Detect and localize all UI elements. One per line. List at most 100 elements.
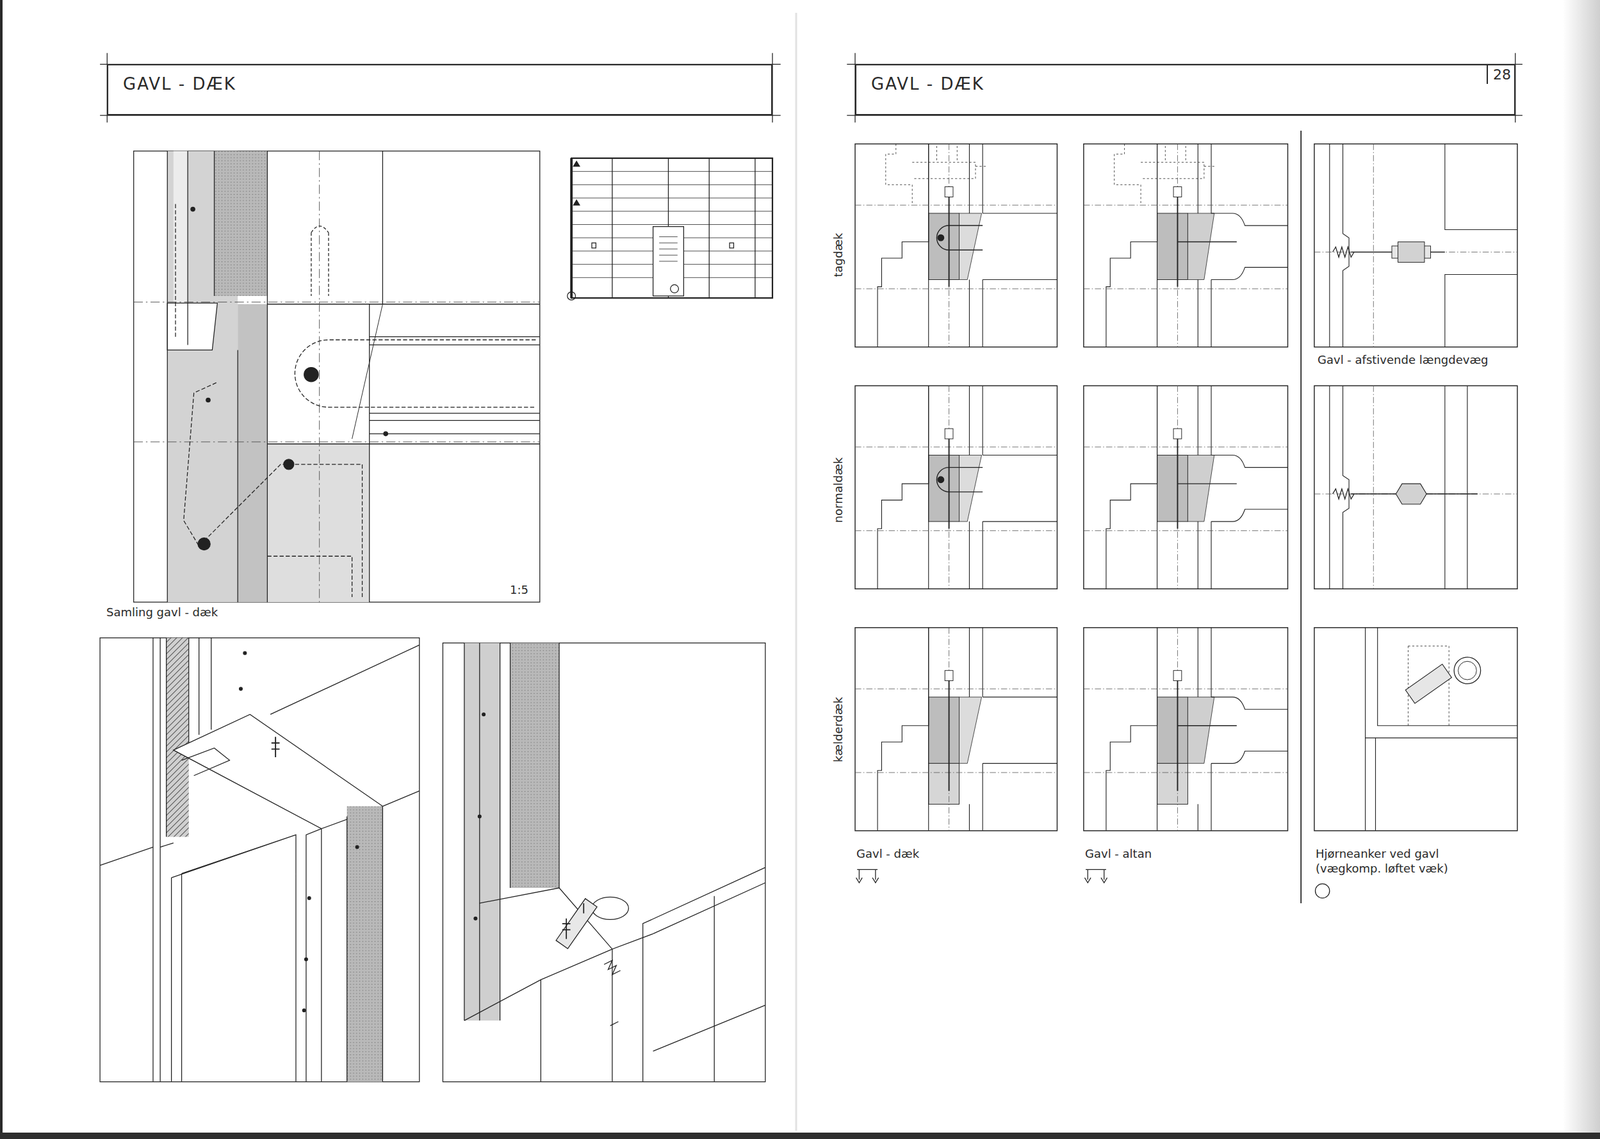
anchor-plate bbox=[1405, 664, 1452, 704]
detail-line bbox=[1177, 385, 1178, 589]
joint-detail bbox=[1083, 385, 1289, 589]
detail-line bbox=[1329, 385, 1349, 589]
detail-line bbox=[1114, 144, 1215, 206]
row-label: normaldæk bbox=[831, 456, 847, 525]
detail-line bbox=[1177, 144, 1178, 348]
detail-fill bbox=[1157, 696, 1189, 764]
detail-line bbox=[1373, 144, 1374, 348]
detail-line bbox=[1176, 680, 1178, 792]
detail-line bbox=[855, 447, 1057, 531]
detail-fill bbox=[1173, 428, 1182, 439]
detail-line bbox=[948, 438, 950, 529]
detail-line bbox=[855, 688, 1057, 773]
detail-line bbox=[1176, 438, 1178, 529]
row-label: tagdæk bbox=[831, 231, 847, 278]
joint-detail bbox=[855, 627, 1057, 831]
joint-detail bbox=[1083, 627, 1289, 831]
detail-fill bbox=[1398, 242, 1425, 263]
detail-fill bbox=[928, 455, 960, 523]
header-rule bbox=[846, 53, 1523, 123]
detail-fill bbox=[928, 696, 960, 764]
key-plan bbox=[567, 158, 773, 300]
detail-line bbox=[1157, 385, 1212, 589]
detail-line bbox=[936, 467, 983, 492]
detail-line bbox=[1177, 482, 1237, 484]
detail-line bbox=[877, 385, 929, 589]
detail-line bbox=[1106, 627, 1158, 831]
detail-fill bbox=[1173, 187, 1182, 198]
page-number: 28 bbox=[1486, 65, 1515, 84]
detail-fill bbox=[944, 187, 954, 198]
page-fold bbox=[795, 12, 798, 1131]
rebar-dot bbox=[937, 476, 945, 483]
joint-detail bbox=[855, 144, 1057, 348]
section-symbol bbox=[856, 869, 879, 883]
row-label: kælderdæk bbox=[831, 695, 847, 764]
detail-line bbox=[877, 627, 929, 831]
detail-fill bbox=[959, 213, 982, 280]
drawing-label: Hjørneanker ved gavl (vægkomp. løftet væ… bbox=[1314, 846, 1478, 876]
detail-fill bbox=[1157, 213, 1189, 280]
column-divider bbox=[1300, 130, 1302, 904]
drawing-label: 1:5 bbox=[508, 582, 530, 598]
detail-line bbox=[1157, 627, 1212, 831]
detail-line bbox=[948, 680, 950, 792]
detail-line bbox=[1083, 447, 1289, 531]
detail-line bbox=[1444, 144, 1518, 348]
detail-line bbox=[1373, 385, 1374, 589]
detail-line bbox=[982, 455, 1057, 523]
drawing-label: Gavl - afstivende længdevæg bbox=[1316, 352, 1490, 368]
title-band: GAVL - DÆK 28 bbox=[855, 64, 1516, 116]
detail-line bbox=[948, 385, 950, 589]
detail-fill bbox=[928, 213, 960, 280]
detail-line bbox=[1177, 627, 1178, 831]
anchor-detail bbox=[1314, 627, 1518, 831]
detail-fill bbox=[1314, 144, 1518, 348]
detail-fill bbox=[1083, 627, 1289, 831]
detail-line bbox=[928, 144, 983, 348]
isometric-view bbox=[99, 637, 420, 1082]
right-page-drawings bbox=[855, 130, 1518, 904]
detail-fill bbox=[1187, 213, 1214, 280]
detail-line bbox=[1211, 213, 1288, 280]
sheet-title: GAVL - DÆK bbox=[121, 74, 239, 94]
detail-fill bbox=[959, 455, 982, 523]
detail-fill bbox=[959, 696, 982, 764]
lifting-hole bbox=[1453, 657, 1481, 684]
detail-line bbox=[948, 144, 950, 348]
detail-fill bbox=[855, 144, 1057, 348]
detail-line bbox=[855, 204, 1057, 289]
title-band: GAVL - DÆK bbox=[106, 64, 773, 116]
section-symbol bbox=[1084, 869, 1107, 883]
detail-fill bbox=[928, 763, 960, 805]
detail-line bbox=[1157, 144, 1212, 348]
detail-line bbox=[1444, 385, 1468, 589]
detail-line bbox=[948, 196, 950, 287]
detail-fill bbox=[1083, 385, 1289, 589]
detail-fill bbox=[1157, 763, 1189, 805]
detail-fill bbox=[1187, 696, 1214, 764]
joint-detail bbox=[855, 385, 1057, 589]
detail-fill bbox=[855, 627, 1057, 831]
sheet-title: GAVL - DÆK bbox=[869, 74, 987, 94]
detail-line bbox=[1106, 385, 1158, 589]
scan-edge bbox=[0, 0, 3, 1133]
detail-line bbox=[982, 213, 1057, 280]
header-rule bbox=[99, 53, 781, 123]
detail-line bbox=[1329, 144, 1349, 348]
detail-line bbox=[885, 144, 986, 206]
lifting-hole bbox=[1458, 661, 1478, 680]
detail-line bbox=[1332, 247, 1355, 258]
page-shadow bbox=[1562, 0, 1600, 1133]
detail-line bbox=[928, 627, 983, 831]
rebar-dot bbox=[937, 234, 945, 241]
detail-line bbox=[1211, 455, 1288, 523]
detail-line bbox=[1365, 627, 1518, 831]
isometric-view bbox=[442, 643, 765, 1082]
detail-line bbox=[1211, 696, 1288, 764]
detail-line bbox=[1176, 196, 1178, 287]
detail-line bbox=[1106, 144, 1158, 348]
detail-fill bbox=[944, 428, 954, 439]
